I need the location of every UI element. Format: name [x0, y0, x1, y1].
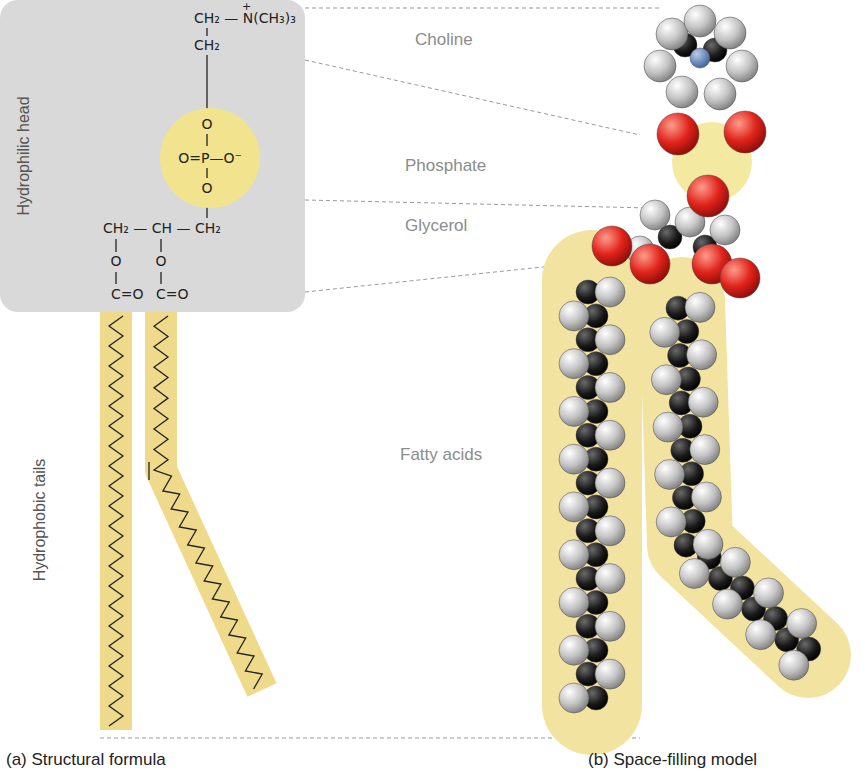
leader-line — [305, 60, 640, 135]
atom-sphere — [704, 78, 736, 110]
atom-sphere — [640, 200, 670, 230]
bond-line — [160, 272, 161, 284]
atom-sphere — [684, 5, 716, 37]
atom-sphere — [656, 18, 688, 50]
atom-sphere — [690, 48, 710, 68]
panel-caption: (a) Structural formula — [6, 750, 166, 770]
atom-sphere — [595, 468, 625, 498]
atom-sphere — [713, 589, 743, 619]
atom-sphere — [688, 387, 718, 417]
rounded-box — [0, 0, 305, 312]
tail-band — [100, 312, 132, 730]
part-label: Choline — [415, 30, 473, 50]
atom-spheres — [559, 5, 821, 713]
carbon-chain — [109, 316, 123, 726]
atom-sphere — [687, 340, 717, 370]
atom-sphere — [644, 50, 676, 82]
formula-text: C=O — [156, 286, 189, 303]
bond-line — [206, 134, 207, 146]
atom-sphere — [559, 444, 589, 474]
atom-sphere — [630, 244, 670, 284]
formula-text: O — [155, 253, 166, 270]
atom-sphere — [559, 349, 589, 379]
atom-sphere — [595, 564, 625, 594]
atom-sphere — [595, 516, 625, 546]
atom-sphere — [724, 111, 766, 153]
carbon-chain — [154, 316, 262, 689]
atom-sphere — [657, 113, 699, 155]
head-region: Hydrophilic head O=P—O⁻ — [0, 0, 305, 312]
atom-sphere — [720, 547, 750, 577]
atom-sphere — [559, 587, 589, 617]
bond-line — [206, 55, 207, 110]
atom-sphere — [559, 540, 589, 570]
part-label: Glycerol — [405, 216, 467, 236]
atom-sphere — [685, 292, 715, 322]
double-bond — [148, 462, 149, 480]
atom-sphere — [726, 50, 758, 82]
atom-sphere — [687, 175, 729, 217]
bond-line — [206, 168, 207, 178]
leader-line — [305, 8, 660, 9]
part-label: Phosphate — [405, 156, 486, 176]
formula-text: CH₂ — [194, 37, 220, 54]
atom-sphere — [559, 635, 589, 665]
atom-sphere — [714, 17, 746, 49]
atom-sphere — [595, 373, 625, 403]
atom-sphere — [655, 460, 685, 490]
atom-sphere — [779, 650, 809, 680]
tail-band — [542, 280, 642, 705]
formula-text: O — [110, 253, 121, 270]
bond-line — [115, 239, 116, 252]
formula-text: CH₂ — N(CH₃)₃ — [194, 10, 296, 27]
carbon-chains — [109, 316, 262, 726]
formula-text: O — [201, 116, 212, 133]
formula-text: C=O — [111, 286, 144, 303]
bond-line — [206, 28, 207, 36]
atom-sphere — [559, 396, 589, 426]
model-tail-bands — [592, 122, 808, 705]
formula-text: CH₂ — CH — CH₂ — [103, 220, 221, 237]
panel-caption: (b) Space-filling model — [588, 750, 757, 770]
atom-sphere — [651, 365, 681, 395]
atom-sphere — [666, 76, 698, 108]
atom-sphere — [691, 482, 721, 512]
atom-sphere — [679, 559, 709, 589]
leader-line — [305, 200, 650, 208]
atom-sphere — [559, 492, 589, 522]
atom-sphere — [787, 608, 817, 638]
bond-line — [115, 272, 116, 284]
atom-sphere — [595, 659, 625, 689]
bond-line — [160, 239, 161, 252]
atom-sphere — [595, 325, 625, 355]
atom-sphere — [693, 529, 723, 559]
atom-sphere — [595, 277, 625, 307]
atom-sphere — [753, 578, 783, 608]
atom-sphere — [592, 226, 632, 266]
formula-text: O=P—O⁻ — [178, 150, 242, 167]
atom-sphere — [559, 301, 589, 331]
atom-sphere — [559, 683, 589, 713]
atom-sphere — [710, 215, 740, 245]
atom-sphere — [690, 435, 720, 465]
region-label: Hydrophobic tails — [30, 459, 49, 582]
circle-shape — [160, 108, 260, 208]
atom-sphere — [746, 620, 776, 650]
atom-sphere — [653, 412, 683, 442]
region-label: Hydrophilic head — [14, 96, 33, 215]
atom-sphere — [650, 317, 680, 347]
leader-lines — [100, 8, 660, 738]
atom-sphere — [595, 420, 625, 450]
part-label: Fatty acids — [400, 445, 482, 465]
atom-sphere — [720, 258, 760, 298]
atom-sphere — [595, 611, 625, 641]
formula-text: O — [201, 180, 212, 197]
atom-sphere — [656, 507, 686, 537]
structural-tails — [116, 312, 262, 730]
